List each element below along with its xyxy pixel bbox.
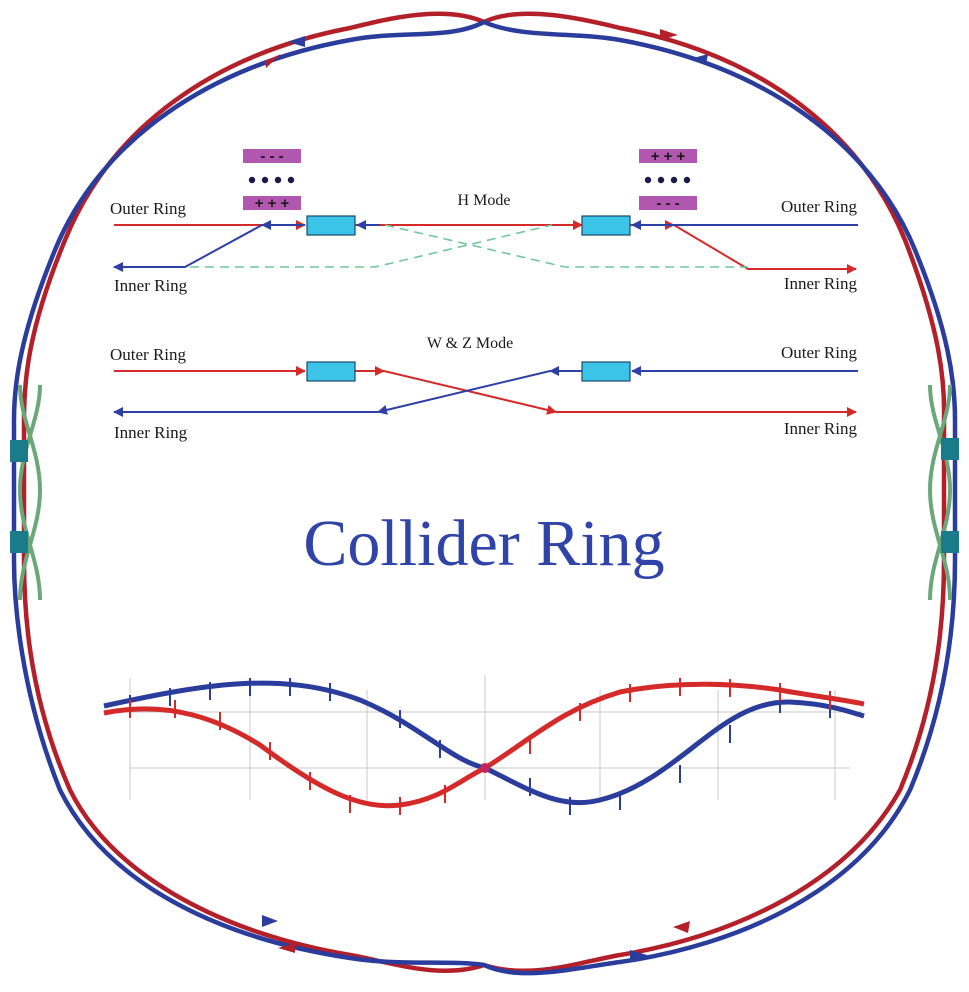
h-outer-ring-right: Outer Ring — [781, 197, 858, 216]
wz-outer-ring-right: Outer Ring — [781, 343, 858, 362]
wz-blue-cross — [377, 370, 551, 415]
ring-arrow — [690, 54, 708, 65]
orbit-grid — [105, 675, 862, 800]
separator-left-top-sign: - - - — [260, 148, 283, 165]
separator-left-dots — [248, 176, 295, 184]
h-outer-ring-left: Outer Ring — [110, 199, 187, 218]
green-crossing-left — [17, 384, 42, 601]
h-mode-schematic: H Mode - - - + + + + + + - - - Outer Rin… — [110, 148, 858, 295]
orbit-plot — [103, 675, 865, 815]
ring-arrow — [288, 36, 305, 47]
h-red-out-right — [673, 224, 857, 274]
detector-right-upper — [941, 438, 959, 460]
orbit-red-ticks — [129, 678, 831, 815]
green-crossing-left-2 — [18, 384, 43, 601]
separator-right-dots — [644, 176, 691, 184]
ring-loops — [10, 11, 959, 976]
h-magnet-right — [581, 215, 631, 236]
ring-arrow — [265, 54, 281, 68]
ring-arrow — [630, 950, 647, 961]
orbit-crossing-point — [480, 763, 490, 773]
orbit-blue — [103, 680, 865, 806]
wz-magnet-left — [306, 361, 356, 382]
separator-left-bottom — [243, 196, 301, 210]
separator-left-bottom-sign: + + + — [255, 195, 290, 212]
separator-right-top — [639, 149, 697, 163]
h-dashed-b — [384, 224, 748, 268]
green-crossing-right — [928, 384, 953, 601]
separator-right-bottom — [639, 196, 697, 210]
ring-arrow — [673, 921, 690, 933]
wz-inner-ring-right: Inner Ring — [784, 419, 858, 438]
orbit-blue-ticks — [129, 678, 831, 815]
wz-mode-label: W & Z Mode — [427, 335, 513, 352]
separator-right-top-sign: + + + — [651, 148, 686, 165]
detector-left-upper — [10, 440, 28, 462]
h-inner-ring-right: Inner Ring — [784, 274, 858, 293]
green-crossing-right-2 — [927, 384, 952, 601]
orbit-red — [103, 681, 865, 809]
detector-right-lower — [941, 531, 959, 553]
wz-magnet-right — [581, 361, 631, 382]
ring-arrow — [278, 943, 295, 953]
wz-red-cross — [383, 370, 557, 415]
h-magnet-left — [306, 215, 356, 236]
ring-blue-path — [11, 19, 958, 976]
ring-red-path — [21, 11, 947, 973]
h-dashed-a — [190, 224, 553, 268]
diagram-title: Collider Ring — [303, 507, 664, 580]
ring-arrow — [262, 915, 278, 927]
ring-arrow — [660, 29, 678, 40]
h-blue-out-left — [113, 224, 263, 272]
wz-inner-ring-left: Inner Ring — [114, 423, 188, 442]
wz-outer-ring-left: Outer Ring — [110, 345, 187, 364]
wz-mode-schematic: W & Z Mode Outer Ring Inner Ring Outer R… — [110, 335, 858, 442]
detector-left-lower — [10, 531, 28, 553]
h-mode-label: H Mode — [458, 192, 511, 209]
h-inner-ring-left: Inner Ring — [114, 276, 188, 295]
separator-right-bottom-sign: - - - — [656, 195, 679, 212]
separator-left-top — [243, 149, 301, 163]
